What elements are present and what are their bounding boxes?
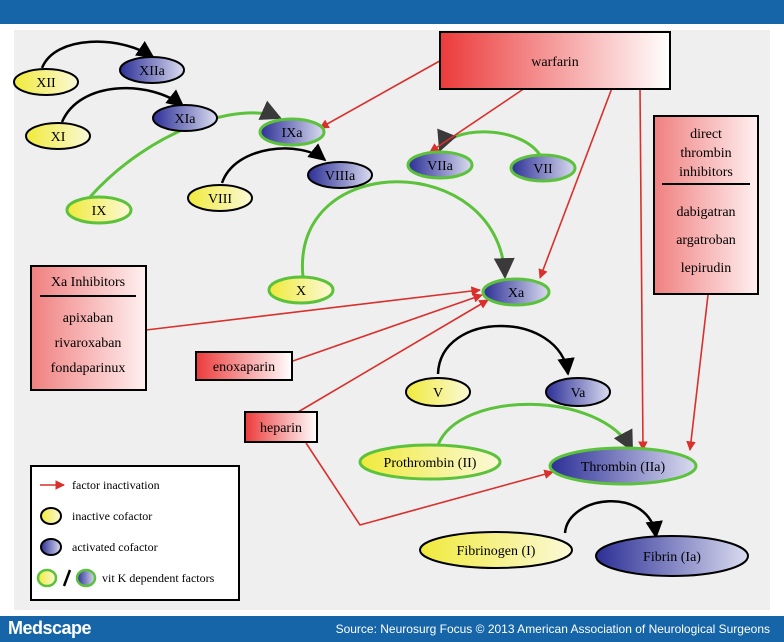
factor-ix: IX: [65, 195, 133, 225]
factor-xii: XII: [13, 68, 79, 96]
legend-vitk: vit K dependent factors: [102, 571, 215, 585]
factor-xiia-label: XIIa: [139, 64, 165, 79]
factor-xia: XIa: [152, 104, 218, 132]
legend-activated-cofactor: activated cofactor: [72, 540, 158, 554]
inhibit-warfarin-ixa: [319, 57, 446, 129]
dti-title-line: inhibitors: [679, 165, 733, 180]
dti-title-line: direct: [690, 127, 722, 142]
factor-ix-label: IX: [92, 204, 107, 219]
dti-item: dabigatran: [676, 205, 735, 220]
dti-item: argatroban: [676, 233, 736, 248]
xa-inhibitors-title: Xa Inhibitors: [51, 275, 125, 290]
factor-va: Va: [545, 377, 611, 407]
factor-xii-label: XII: [36, 76, 56, 91]
factor-viii-label: VIII: [208, 192, 232, 207]
factor-viiia-label: VIIIa: [325, 169, 356, 184]
legend: factor inactivation inactive cofactor ac…: [30, 465, 240, 601]
legend-inactive-cofactor: inactive cofactor: [72, 509, 152, 523]
legend-inactive-swatch-icon: [40, 507, 62, 525]
dti-item: lepirudin: [681, 261, 732, 276]
enoxaparin-box: enoxaparin: [195, 351, 293, 381]
factor-x: X: [267, 275, 335, 305]
arc-prothrombin-thrombin: [436, 402, 634, 452]
factor-prothrombin: Prothrombin (II): [358, 443, 502, 481]
factor-xi-label: XI: [51, 130, 66, 145]
inhibit-enoxaparin-xa: [289, 293, 483, 363]
factor-fibrinogen-label: Fibrinogen (I): [457, 544, 536, 559]
factor-viia: VIIa: [406, 150, 474, 180]
factor-vii: VII: [509, 153, 577, 183]
inhibit-xainhibitors-xa: [145, 286, 481, 331]
factor-fibrin: Fibrin (Ia): [595, 535, 749, 577]
arc-xi-xia: [60, 86, 185, 123]
legend-factor-inactivation: factor inactivation: [72, 478, 160, 492]
arc-vii-viia: [437, 128, 542, 156]
factor-viia-label: VIIa: [427, 159, 453, 174]
xa-inhibitor-item: apixaban: [63, 311, 114, 326]
xa-inhibitors-box: Xa Inhibitors apixaban rivaroxaban fonda…: [30, 265, 147, 391]
arc-v-va: [436, 324, 575, 376]
heparin-label: heparin: [260, 421, 302, 436]
heparin-box: heparin: [244, 411, 318, 443]
legend-vitk-inactive-swatch-icon: [36, 568, 58, 588]
xa-inhibitor-item: fondaparinux: [51, 361, 126, 376]
inhibit-dti-thrombin: [686, 294, 709, 451]
enoxaparin-label: enoxaparin: [213, 360, 275, 375]
factor-vii-label: VII: [533, 162, 553, 177]
factor-va-label: Va: [571, 386, 587, 401]
legend-slash: [62, 569, 72, 587]
inhibit-heparin-xa: [297, 299, 489, 413]
factor-viii: VIII: [187, 184, 253, 212]
direct-thrombin-inhibitors-box: direct thrombin inhibitors dabigatran ar…: [653, 115, 759, 295]
footer-bar: Medscape Source: Neurosurg Focus © 2013 …: [0, 616, 784, 642]
inhibit-heparin-thrombin: [305, 442, 554, 526]
warfarin-label: warfarin: [531, 55, 578, 70]
factor-fibrinogen: Fibrinogen (I): [419, 531, 573, 569]
factor-v: V: [405, 377, 471, 407]
factor-xia-label: XIa: [175, 112, 197, 127]
factor-xa: Xa: [481, 277, 551, 307]
factor-x-label: X: [296, 284, 306, 299]
arc-fibrinogen-fibrin: [563, 500, 663, 539]
inhibition-arrows: [145, 57, 709, 526]
xa-inhibitor-item: rivaroxaban: [55, 336, 122, 351]
source-credit: Source: Neurosurg Focus © 2013 American …: [335, 622, 770, 636]
medscape-logo[interactable]: Medscape: [8, 618, 92, 638]
inhibit-warfarin-thrombin: [638, 87, 648, 451]
factor-xa-label: Xa: [508, 286, 525, 301]
inhibit-warfarin-xa: [538, 87, 613, 279]
factor-ixa-label: IXa: [282, 126, 304, 141]
factor-v-label: V: [433, 386, 443, 401]
legend-active-swatch-icon: [40, 538, 62, 556]
arc-viii-viiia: [220, 143, 327, 184]
activation-arcs: [40, 40, 663, 539]
arc-x-xa: [301, 180, 515, 280]
factor-viiia: VIIIa: [307, 161, 373, 189]
factor-ixa: IXa: [258, 117, 326, 147]
header-bar: [0, 0, 784, 24]
factor-thrombin-label: Thrombin (IIa): [581, 460, 666, 475]
factor-thrombin: Thrombin (IIa): [548, 446, 698, 486]
factor-fibrin-label: Fibrin (Ia): [643, 550, 701, 565]
dti-title-line: thrombin: [680, 146, 731, 161]
arc-xii-xiia: [40, 40, 155, 69]
factor-prothrombin-label: Prothrombin (II): [384, 456, 477, 471]
factor-xi: XI: [25, 122, 91, 150]
factor-xiia: XIIa: [119, 56, 185, 84]
warfarin-box: warfarin: [439, 31, 671, 90]
inhibit-warfarin-viia: [429, 87, 526, 153]
legend-vitk-active-swatch-icon: [75, 568, 97, 588]
